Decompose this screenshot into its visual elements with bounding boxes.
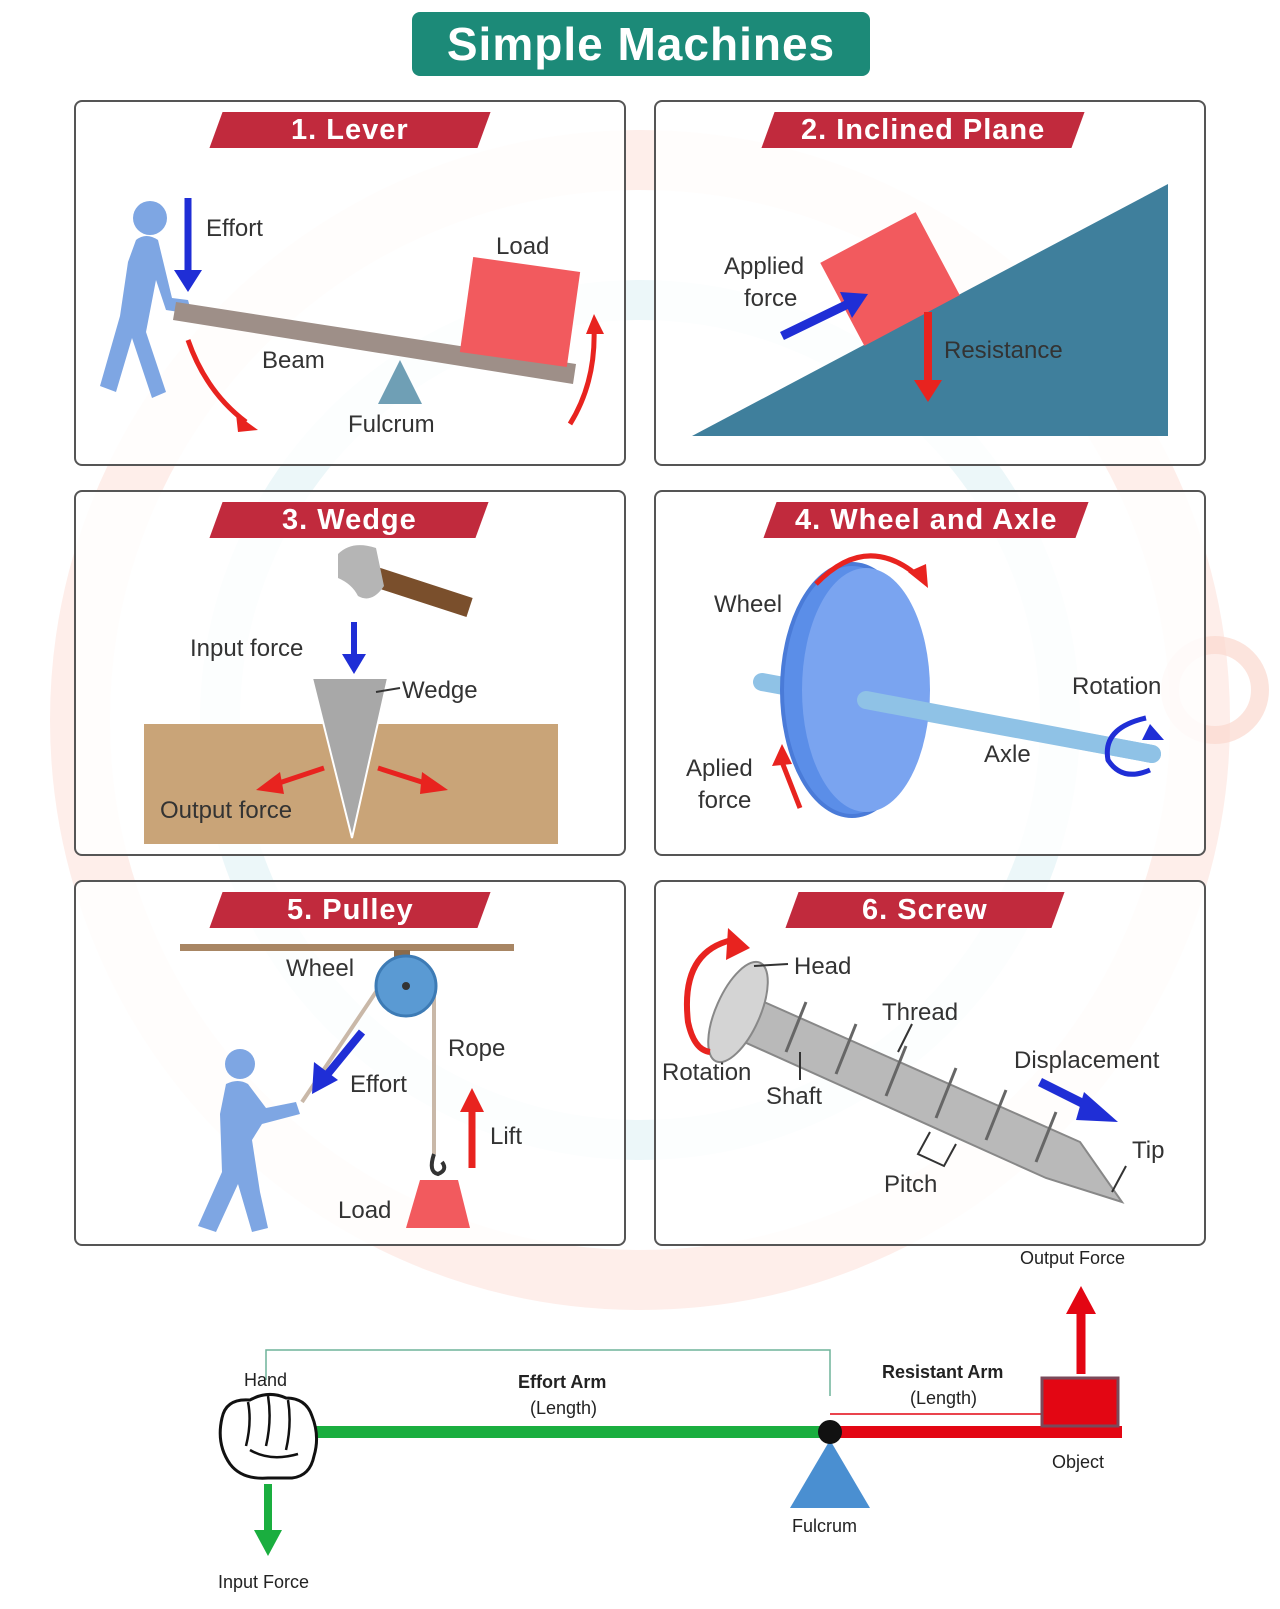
effort-label: Effort <box>206 215 263 242</box>
applied-force-arrow <box>772 744 803 809</box>
wedge-label: Wedge <box>402 677 478 704</box>
ceiling-beam <box>180 944 514 951</box>
displacement-label: Displacement <box>1014 1047 1160 1074</box>
input-force-arrow <box>342 622 366 674</box>
head-label: Head <box>794 953 851 980</box>
beam-label: Beam <box>262 347 325 374</box>
output-force-arrows <box>256 765 448 794</box>
fulcrum-pivot <box>818 1420 842 1444</box>
hammer-icon <box>338 545 473 617</box>
rotation-arrow-right <box>567 327 597 426</box>
applied-label-1: Aplied <box>686 755 753 782</box>
panel-wheel-and-axle: 4. Wheel and Axle Wheel Rotation Axle Ap… <box>654 490 1206 856</box>
panel-wedge: 3. Wedge Input force Wedge Output f <box>74 490 626 856</box>
fulcrum-label: Fulcrum <box>792 1516 857 1536</box>
output-force-label: Output force <box>160 797 292 824</box>
load-box <box>459 256 581 368</box>
resistance-label: Resistance <box>944 337 1063 364</box>
screw-head <box>707 960 769 1064</box>
pitch-marker <box>916 1131 957 1168</box>
rotation-arrow <box>684 937 733 1055</box>
beam <box>173 302 576 384</box>
person-icon <box>100 201 192 398</box>
shaft-label: Shaft <box>766 1083 822 1110</box>
lift-arrow <box>460 1088 484 1168</box>
input-force-label: Input force <box>190 635 303 662</box>
fulcrum-triangle <box>378 360 422 404</box>
effort-arm-sub-label: (Length) <box>530 1398 597 1418</box>
displacement-arrow <box>1037 1077 1118 1122</box>
panel-screw: 6. Screw Head Thread Rotation Shaft Disp… <box>654 880 1206 1246</box>
load-weight <box>406 1180 470 1228</box>
panel-lever: 1. Lever Effort Load Beam Fulcrum <box>74 100 626 466</box>
object-label: Object <box>1052 1452 1104 1472</box>
hand-label: Hand <box>244 1370 287 1390</box>
hook <box>429 1153 447 1177</box>
pitch-label: Pitch <box>884 1171 937 1198</box>
lever-diagram: Output Force Object Fulcrum Effort Arm (… <box>218 1248 1125 1592</box>
resistance-arrow <box>914 312 942 402</box>
input-force-arrow <box>254 1484 282 1556</box>
load-label: Load <box>338 1197 391 1224</box>
object-box <box>1040 1376 1120 1428</box>
effort-arrow <box>174 198 202 292</box>
wheel-rotation-arrow <box>814 553 920 586</box>
load-label: Load <box>496 233 549 260</box>
person-icon <box>198 1049 300 1232</box>
rotation-label: Rotation <box>662 1059 751 1086</box>
wedge-shape <box>310 677 390 839</box>
fulcrum-label: Fulcrum <box>348 411 435 438</box>
panel-inclined-plane: 2. Inclined Plane Applied force Resistan… <box>654 100 1206 466</box>
lift-label: Lift <box>490 1123 522 1150</box>
effort-arm-label: Effort Arm <box>518 1372 606 1392</box>
axle-label: Axle <box>984 741 1031 768</box>
fist-icon <box>218 1393 319 1480</box>
resistant-arm-sub-label: (Length) <box>910 1388 977 1408</box>
thread-label: Thread <box>882 999 958 1026</box>
fulcrum-triangle <box>790 1440 870 1508</box>
panel-pulley: 5. Pulley Wheel Rope Effort <box>74 880 626 1246</box>
applied-label-2: force <box>698 787 751 814</box>
wheel-label: Wheel <box>714 591 782 618</box>
output-force-label: Output Force <box>1020 1248 1125 1268</box>
tip-label: Tip <box>1132 1137 1164 1164</box>
applied-label-2: force <box>744 285 797 312</box>
applied-label-1: Applied <box>724 253 804 280</box>
axle-rotation-arrow <box>1104 715 1151 777</box>
wheel-label: Wheel <box>286 955 354 982</box>
rope-label: Rope <box>448 1035 505 1062</box>
page-title: Simple Machines <box>412 12 870 76</box>
input-force-label: Input Force <box>218 1572 309 1592</box>
effort-label: Effort <box>350 1071 407 1098</box>
output-force-arrow <box>1066 1286 1096 1374</box>
applied-force-arrow <box>780 292 868 341</box>
rotation-arrow-left <box>185 339 248 424</box>
rotation-label: Rotation <box>1072 673 1161 700</box>
effort-arrow <box>312 1029 366 1094</box>
resistant-arm-label: Resistant Arm <box>882 1362 1003 1382</box>
